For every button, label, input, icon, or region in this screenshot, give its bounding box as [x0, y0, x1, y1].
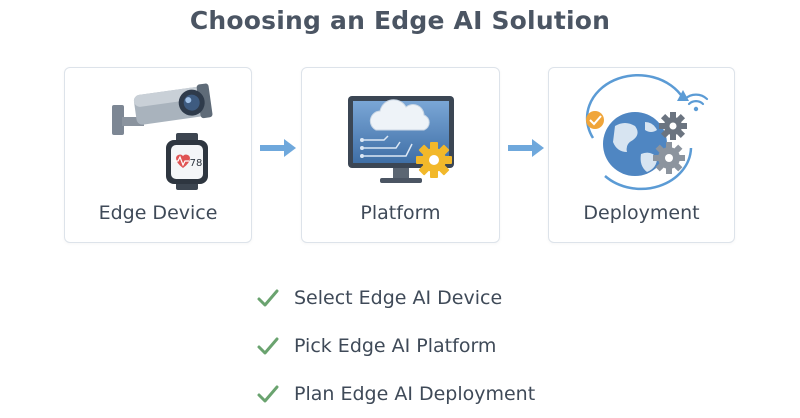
watch-heart-rate-value: 78: [190, 158, 203, 169]
checklist-item: Select Edge AI Device: [256, 274, 535, 322]
step-label-deployment: Deployment: [583, 202, 700, 224]
checklist-item-text: Pick Edge AI Platform: [294, 335, 497, 357]
step-card-platform: Platform: [301, 67, 500, 243]
step-card-deployment: Deployment: [548, 67, 735, 243]
checkmark-icon: [257, 385, 279, 403]
checkmark-icon: [257, 289, 279, 307]
cloud-monitor-gear-icon: [348, 96, 454, 183]
checkmark-icon: [257, 337, 279, 355]
arrow-right-icon: [260, 139, 296, 157]
checklist-item: Plan Edge AI Deployment: [256, 370, 535, 418]
checklist-item: Pick Edge AI Platform: [256, 322, 535, 370]
checklist-item-text: Select Edge AI Device: [294, 287, 503, 309]
checklist: Select Edge AI Device Pick Edge AI Platf…: [256, 274, 535, 418]
globe-gears-wifi-icon: [585, 74, 709, 191]
step-label-platform: Platform: [360, 202, 441, 224]
arrow-right-icon: [508, 139, 544, 157]
step-card-edge-device: 78 Edge Device: [64, 67, 252, 243]
step-label-edge-device: Edge Device: [98, 202, 218, 224]
page-title: Choosing an Edge AI Solution: [189, 6, 611, 35]
security-camera-and-smartwatch-icon: 78: [112, 83, 213, 190]
checklist-item-text: Plan Edge AI Deployment: [294, 383, 536, 405]
